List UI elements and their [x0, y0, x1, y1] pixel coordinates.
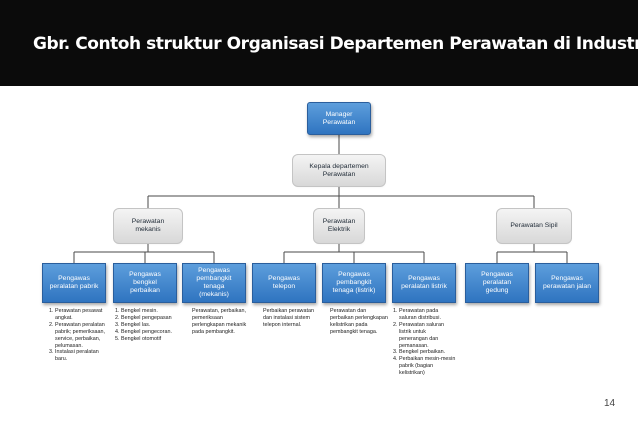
- unit-node: Pengawas telepon: [252, 263, 316, 303]
- mid-node-civil: Perawatan Sipil: [496, 208, 572, 244]
- unit-node: Pengawas pembangkit tenaga (listrik): [322, 263, 386, 303]
- unit-node: Pengawas bengkel perbaikan: [113, 263, 177, 303]
- duties-list-pembangkit-mekanis: Perawatan, perbaikan, pemeriksaan perlen…: [192, 308, 250, 336]
- duty-item: Perawatan peralatan pabrik; pemeriksaan,…: [55, 322, 108, 350]
- duty-item: Bengkel pengepasan: [121, 315, 172, 322]
- page-number: 14: [604, 398, 616, 409]
- title-bar: Gbr. Contoh struktur Organisasi Departem…: [0, 0, 638, 86]
- duty-item: Bengkel otomotif: [121, 336, 172, 343]
- duty-text: Perbaikan perawatan dan instalasi sistem…: [263, 308, 314, 328]
- duty-item: Bengkel perbaikan.: [399, 349, 456, 356]
- duties-list-pembangkit-listrik: Perawatan dan perbaikan perlengkapan kel…: [330, 308, 388, 336]
- unit-node: Pengawas perawatan jalan: [535, 263, 599, 303]
- duty-item: Bengkel mesin.: [121, 308, 172, 315]
- duties-list-peralatan-listrik: Perawatan pada saluran distribusi. Peraw…: [390, 308, 456, 377]
- duty-item: Perawatan saluran listrik untuk penerang…: [399, 322, 456, 350]
- duty-text: Perawatan, perbaikan, pemeriksaan perlen…: [192, 308, 247, 335]
- duty-item: Perbaikan mesin-mesin pabrik (bagian kel…: [399, 356, 456, 377]
- duties-list-peralatan-pabrik: Perawatan pesawat angkat. Perawatan pera…: [46, 308, 108, 363]
- duty-item: Perawatan pada saluran distribusi.: [399, 308, 456, 322]
- unit-node: Pengawas peralatan pabrik: [42, 263, 106, 303]
- duties-list-telepon: Perbaikan perawatan dan instalasi sistem…: [263, 308, 319, 329]
- department-head-node: Kepala departemen Perawatan: [292, 154, 386, 187]
- duty-item: Bengkel pengecoran.: [121, 329, 172, 336]
- unit-node: Pengawas peralatan listrik: [392, 263, 456, 303]
- unit-node: Pengawas peralatan gedung: [465, 263, 529, 303]
- duty-item: Bengkel las.: [121, 322, 172, 329]
- slide-title: Gbr. Contoh struktur Organisasi Departem…: [33, 34, 638, 54]
- duty-item: Perawatan pesawat angkat.: [55, 308, 108, 322]
- mid-node-mechanical: Perawatan mekanis: [113, 208, 183, 244]
- mid-node-electrical: Perawatan Elektrik: [313, 208, 365, 244]
- manager-node: Manager Perawatan: [307, 102, 371, 135]
- duty-item: Instalasi peralatan baru.: [55, 349, 108, 363]
- duty-text: Perawatan dan perbaikan perlengkapan kel…: [330, 308, 388, 335]
- unit-node: Pengawas pembangkit tenaga (mekanis): [182, 263, 246, 303]
- duties-list-bengkel: Bengkel mesin. Bengkel pengepasan Bengke…: [112, 308, 172, 343]
